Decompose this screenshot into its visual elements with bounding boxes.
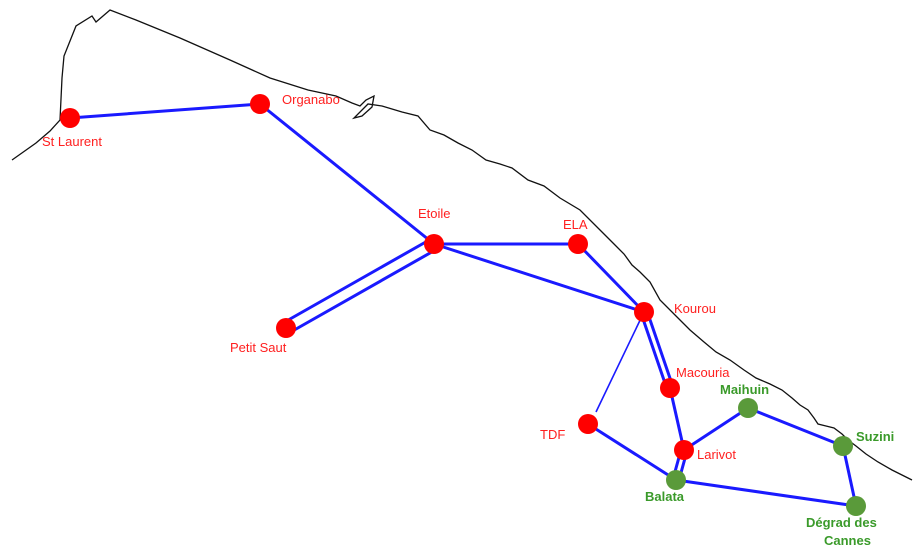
label-degrad-des-cannes-line1: Dégrad des: [806, 515, 877, 530]
label-macouria: Macouria: [676, 365, 730, 380]
coastline: [11, 9, 913, 481]
line-macouria-larivot: [668, 386, 686, 452]
node-kourou: [634, 302, 654, 322]
node-suzini: [833, 436, 853, 456]
line-tdf-balata: [586, 422, 678, 482]
line-organabo-etoile: [258, 102, 436, 246]
label-tdf: TDF: [540, 427, 565, 442]
node-maihuin: [738, 398, 758, 418]
node-degrad-des-cannes: [846, 496, 866, 516]
line-larivot-maihuin: [682, 406, 750, 452]
line-suzini-degrad: [841, 444, 858, 508]
line-stlaurent-organabo: [68, 102, 262, 120]
line-etoile-petitsaut-a: [281, 237, 433, 325]
node-tdf: [578, 414, 598, 434]
label-suzini: Suzini: [856, 429, 894, 444]
node-macouria: [660, 378, 680, 398]
label-maihuin: Maihuin: [720, 382, 769, 397]
label-etoile: Etoile: [418, 206, 451, 221]
label-kourou: Kourou: [674, 301, 716, 316]
line-etoile-kourou: [432, 242, 646, 314]
line-balata-degrad: [674, 478, 858, 508]
node-larivot: [674, 440, 694, 460]
line-ela-kourou: [576, 242, 646, 314]
node-st-laurent: [60, 108, 80, 128]
node-ela: [568, 234, 588, 254]
node-balata: [666, 470, 686, 490]
node-etoile: [424, 234, 444, 254]
label-st-laurent: St Laurent: [42, 134, 102, 149]
node-organabo: [250, 94, 270, 114]
label-larivot: Larivot: [697, 447, 736, 462]
label-organabo: Organabo: [282, 92, 340, 107]
label-ela: ELA: [563, 217, 588, 232]
node-petit-saut: [276, 318, 296, 338]
line-kourou-macouria-a: [639, 311, 669, 391]
line-kourou-tdf: [595, 311, 645, 413]
label-balata: Balata: [645, 489, 685, 504]
line-etoile-petitsaut-b: [287, 247, 439, 335]
label-petit-saut: Petit Saut: [230, 340, 287, 355]
line-kourou-macouria-b: [645, 309, 675, 389]
line-maihuin-suzini: [746, 406, 845, 448]
label-degrad-des-cannes-line2: Cannes: [824, 533, 871, 548]
